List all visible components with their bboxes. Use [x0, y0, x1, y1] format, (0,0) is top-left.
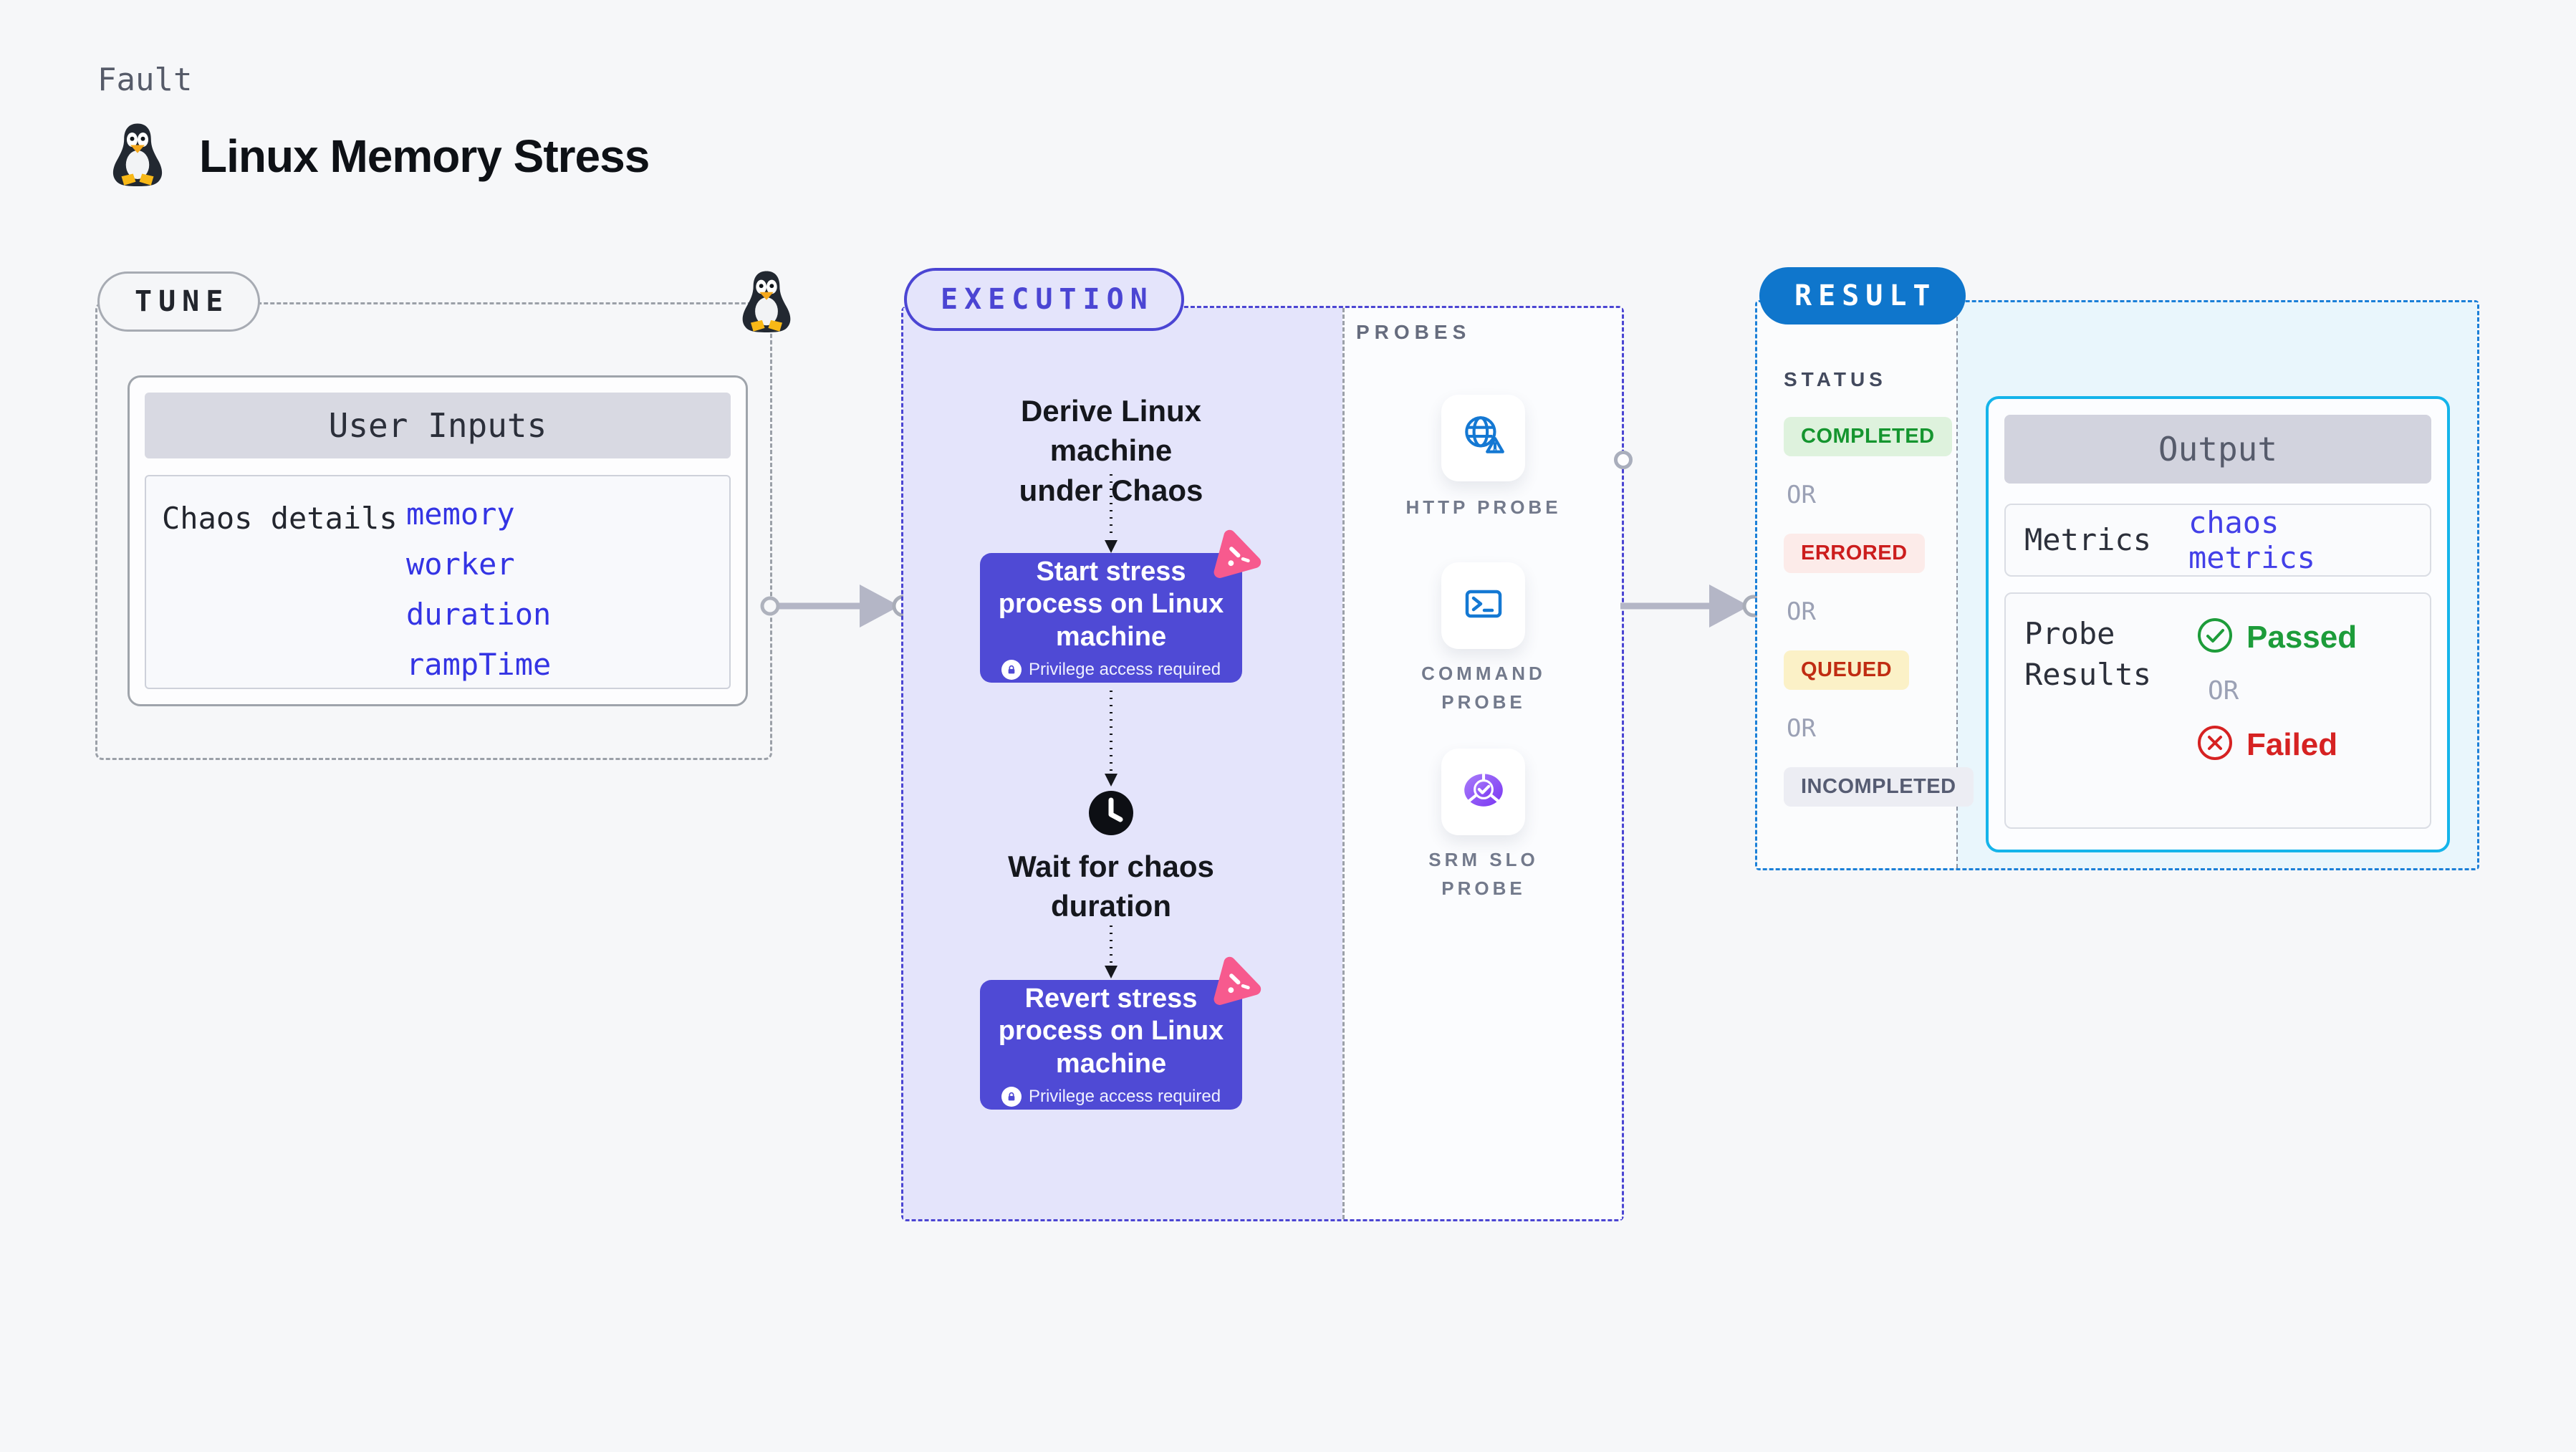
input-value: memory: [406, 496, 515, 532]
srm-slo-probe-card: [1441, 749, 1525, 835]
flow-arrow-down-icon: [1105, 474, 1118, 553]
input-value: rampTime: [406, 647, 552, 682]
srm-slo-probe-label: SRM SLO PROBE: [1428, 849, 1539, 900]
status-badge-queued: QUEUED: [1784, 650, 1910, 690]
wait-step-label: Wait for chaos duration: [1008, 850, 1214, 923]
status-badge-completed: COMPLETED: [1784, 417, 1952, 456]
status-stack: STATUS COMPLETED OR ERRORED OR QUEUED OR…: [1784, 368, 1974, 807]
tux-penguin-icon: [739, 269, 794, 336]
command-probe-label: COMMAND PROBE: [1421, 663, 1546, 713]
start-stress-node: Start stress process on Linux machine Pr…: [980, 553, 1242, 683]
chaos-hub-badge-icon: [1204, 525, 1264, 589]
probes-heading: PROBES: [1356, 321, 1471, 343]
srm-slo-probe-icon: [1460, 766, 1507, 817]
passed-label: Passed: [2246, 619, 2358, 655]
derive-step-label: Derive Linux machine under Chaos: [1019, 394, 1203, 507]
clock-icon: [1087, 789, 1135, 841]
privilege-row: Privilege access required: [1001, 660, 1221, 681]
metrics-value: chaos metrics: [2188, 505, 2315, 575]
status-badge-incompleted: INCOMPLETED: [1784, 767, 1974, 807]
tune-pill: TUNE: [97, 271, 261, 332]
tune-section-box: [95, 302, 772, 760]
tune-to-execution-arrow: [760, 585, 915, 628]
probe-results-values: Passed OR Failed: [2196, 614, 2357, 807]
user-inputs-body: Chaos details memory worker duration ram…: [145, 475, 731, 689]
connector-dot: [1614, 451, 1633, 469]
probe-results-label: Probe Results: [2024, 616, 2152, 692]
http-probe-icon: [1460, 413, 1507, 463]
or-separator: OR: [1787, 481, 1816, 509]
input-value: worker: [406, 547, 515, 582]
user-inputs-header: User Inputs: [145, 393, 731, 458]
execution-to-result-arrow: [1620, 585, 1765, 628]
chaos-details-values: memory worker duration rampTime: [406, 496, 551, 682]
probe-results-row: Probe Results Passed OR: [2004, 592, 2431, 829]
status-badge-errored: ERRORED: [1784, 534, 1925, 573]
flow-arrow-down-icon: [1105, 691, 1118, 787]
privilege-row: Privilege access required: [1001, 1087, 1221, 1107]
output-card: Output Metrics chaos metrics Probe Resul…: [1986, 396, 2450, 852]
output-header: Output: [2004, 415, 2431, 484]
command-probe-card: [1441, 562, 1525, 649]
status-heading: STATUS: [1784, 368, 1887, 390]
http-probe-label: HTTP PROBE: [1405, 496, 1562, 518]
chaos-hub-badge-icon: [1204, 952, 1264, 1016]
user-inputs-card: User Inputs Chaos details memory worker …: [128, 375, 748, 706]
input-value: duration: [406, 597, 552, 632]
metrics-label: Metrics: [2024, 521, 2152, 557]
lock-icon: [1001, 1087, 1022, 1107]
tux-penguin-icon: [107, 122, 168, 190]
failed-label: Failed: [2246, 726, 2338, 762]
revert-stress-node: Revert stress process on Linux machine P…: [980, 980, 1242, 1110]
or-separator: OR: [1787, 597, 1816, 626]
x-circle-icon: [2196, 724, 2234, 765]
flow-arrow-down-icon: [1105, 925, 1118, 979]
command-probe-icon: [1461, 581, 1506, 630]
title-row: Linux Memory Stress: [107, 122, 650, 190]
lock-icon: [1001, 660, 1022, 681]
execution-pill: EXECUTION: [904, 268, 1184, 331]
chaos-details-label: Chaos details: [162, 501, 398, 536]
or-separator: OR: [2208, 676, 2239, 706]
failed-line: Failed: [2196, 724, 2357, 765]
fault-eyebrow: Fault: [97, 62, 193, 98]
result-pill: RESULT: [1759, 267, 1966, 324]
http-probe-card: [1441, 395, 1525, 481]
page-title: Linux Memory Stress: [199, 130, 650, 182]
metrics-row: Metrics chaos metrics: [2004, 504, 2431, 577]
check-circle-icon: [2196, 617, 2234, 658]
or-separator: OR: [1787, 714, 1816, 743]
passed-line: Passed: [2196, 617, 2357, 658]
